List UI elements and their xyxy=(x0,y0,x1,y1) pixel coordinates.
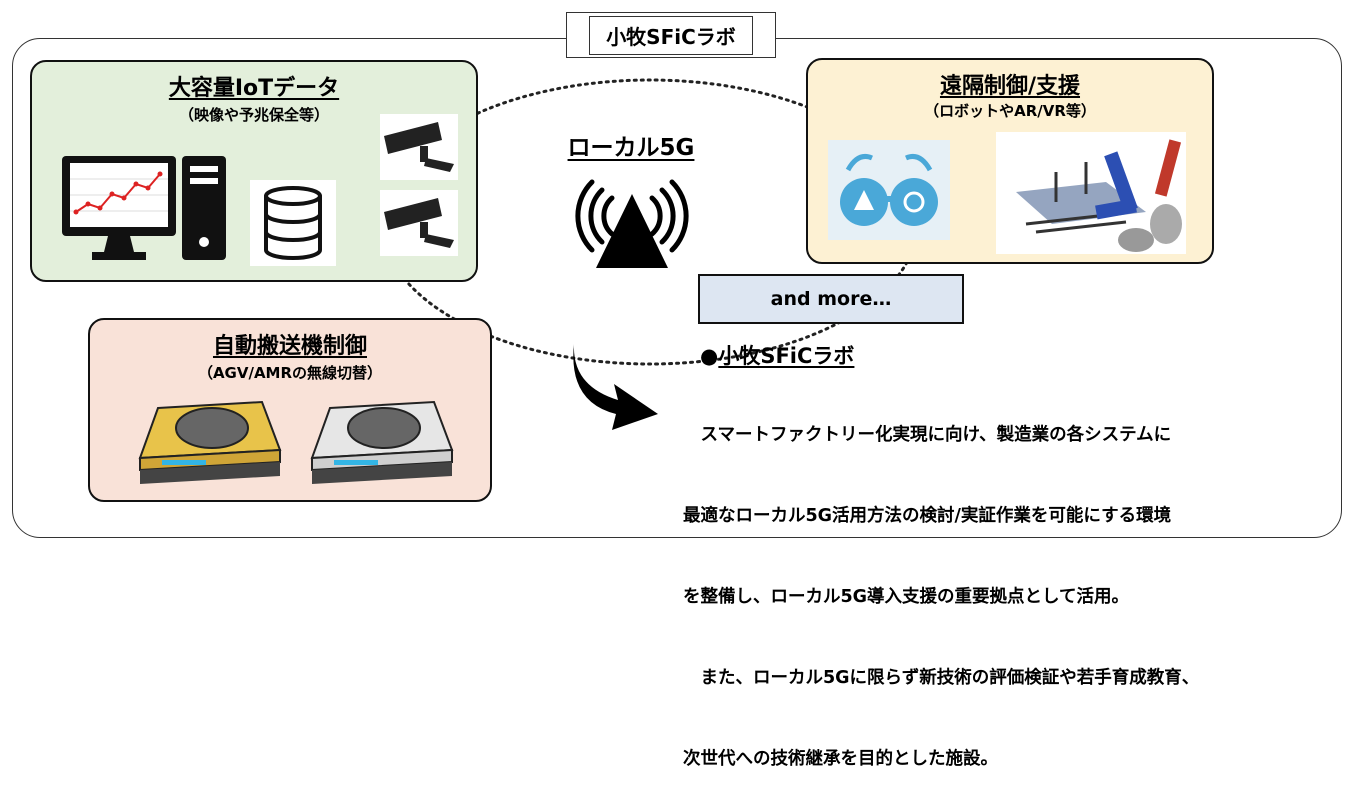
database-icon xyxy=(250,180,336,266)
iot-data-title: 大容量IoTデータ xyxy=(168,76,340,101)
lab-title: 小牧SFiCラボ xyxy=(589,15,753,55)
iot-data-panel: 大容量IoTデータ （映像や予兆保全等） xyxy=(30,60,478,282)
curved-arrow-icon xyxy=(573,344,658,430)
description-bullet: ● xyxy=(700,344,719,368)
description-line: を整備し、ローカル5G導入支援の重要拠点として活用。 xyxy=(683,587,1130,607)
description-heading: ●小牧SFiCラボ xyxy=(700,340,854,370)
agv-control-panel: 自動搬送機制御 （AGV/AMRの無線切替） xyxy=(88,318,492,502)
description-line: スマートファクトリー化実現に向け、製造業の各システムに xyxy=(683,425,1172,445)
pc-tower-icon xyxy=(182,156,226,260)
robot-arm-icon xyxy=(996,132,1186,254)
agv-control-title: 自動搬送機制御 xyxy=(212,334,367,359)
security-camera-icon xyxy=(380,114,458,180)
description-line: また、ローカル5Gに限らず新技術の評価検証や若手育成教育、 xyxy=(683,668,1200,688)
and-more-label: and more… xyxy=(770,288,892,310)
remote-control-subtitle: （ロボットやAR/VR等） xyxy=(924,102,1096,120)
remote-control-panel: 遠隔制御/支援 （ロボットやAR/VR等） xyxy=(806,58,1214,264)
description-line: 次世代への技術継承を目的とした施設。 xyxy=(683,749,998,769)
monitor-chart-icon xyxy=(62,156,176,260)
remote-control-title: 遠隔制御/支援 xyxy=(939,74,1081,99)
description-title: 小牧SFiCラボ xyxy=(718,344,855,368)
ar-glasses-icon xyxy=(828,140,950,240)
iot-data-subtitle: （映像や予兆保全等） xyxy=(178,106,329,124)
and-more-box: and more… xyxy=(698,274,964,324)
description-body: スマートファクトリー化実現に向け、製造業の各システムに 最適なローカル5G活用方… xyxy=(683,368,1348,800)
local-5g-label: ローカル5G xyxy=(567,135,695,161)
antenna-icon xyxy=(575,179,689,268)
agv-control-subtitle: （AGV/AMRの無線切替） xyxy=(197,364,383,382)
lab-title-box: 小牧SFiCラボ xyxy=(566,12,776,58)
agv-cart-icon xyxy=(310,400,454,484)
security-camera-icon xyxy=(380,190,458,256)
agv-cart-icon xyxy=(138,400,282,484)
